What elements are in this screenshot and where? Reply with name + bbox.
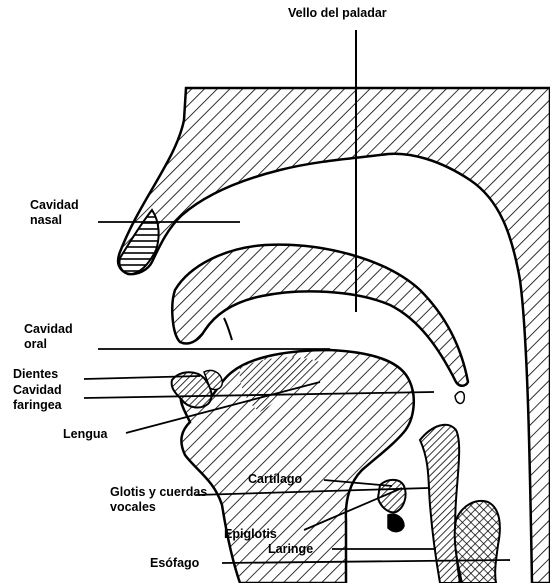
- label-cavidad-oral-line2: oral: [24, 337, 73, 352]
- label-vello-del-paladar: Vello del paladar: [288, 6, 387, 21]
- label-epiglotis: Epiglotis: [224, 527, 277, 542]
- label-cartilago: Cartílago: [248, 472, 302, 487]
- label-dientes: Dientes: [13, 367, 58, 382]
- esophagus-tube: [455, 501, 500, 583]
- label-esofago: Esófago: [150, 556, 199, 571]
- label-cavidad-nasal-line2: nasal: [30, 213, 79, 228]
- label-cavidad-faringea-line2: faringea: [13, 398, 62, 413]
- label-cavidad-faringea-line1: Cavidad: [13, 383, 62, 398]
- label-cavidad-nasal-line1: Cavidad: [30, 198, 79, 213]
- label-glotis-line2: vocales: [110, 500, 207, 515]
- label-glotis: Glotis y cuerdas vocales: [110, 485, 207, 515]
- label-glotis-line1: Glotis y cuerdas: [110, 485, 207, 500]
- label-cavidad-oral: Cavidad oral: [24, 322, 73, 352]
- label-cavidad-nasal: Cavidad nasal: [30, 198, 79, 228]
- label-lengua: Lengua: [63, 427, 107, 442]
- label-laringe: Laringe: [268, 542, 313, 557]
- label-cavidad-faringea: Cavidad faringea: [13, 383, 62, 413]
- label-cavidad-oral-line1: Cavidad: [24, 322, 73, 337]
- lip-notch: [224, 318, 232, 340]
- epiglottis: [420, 425, 460, 583]
